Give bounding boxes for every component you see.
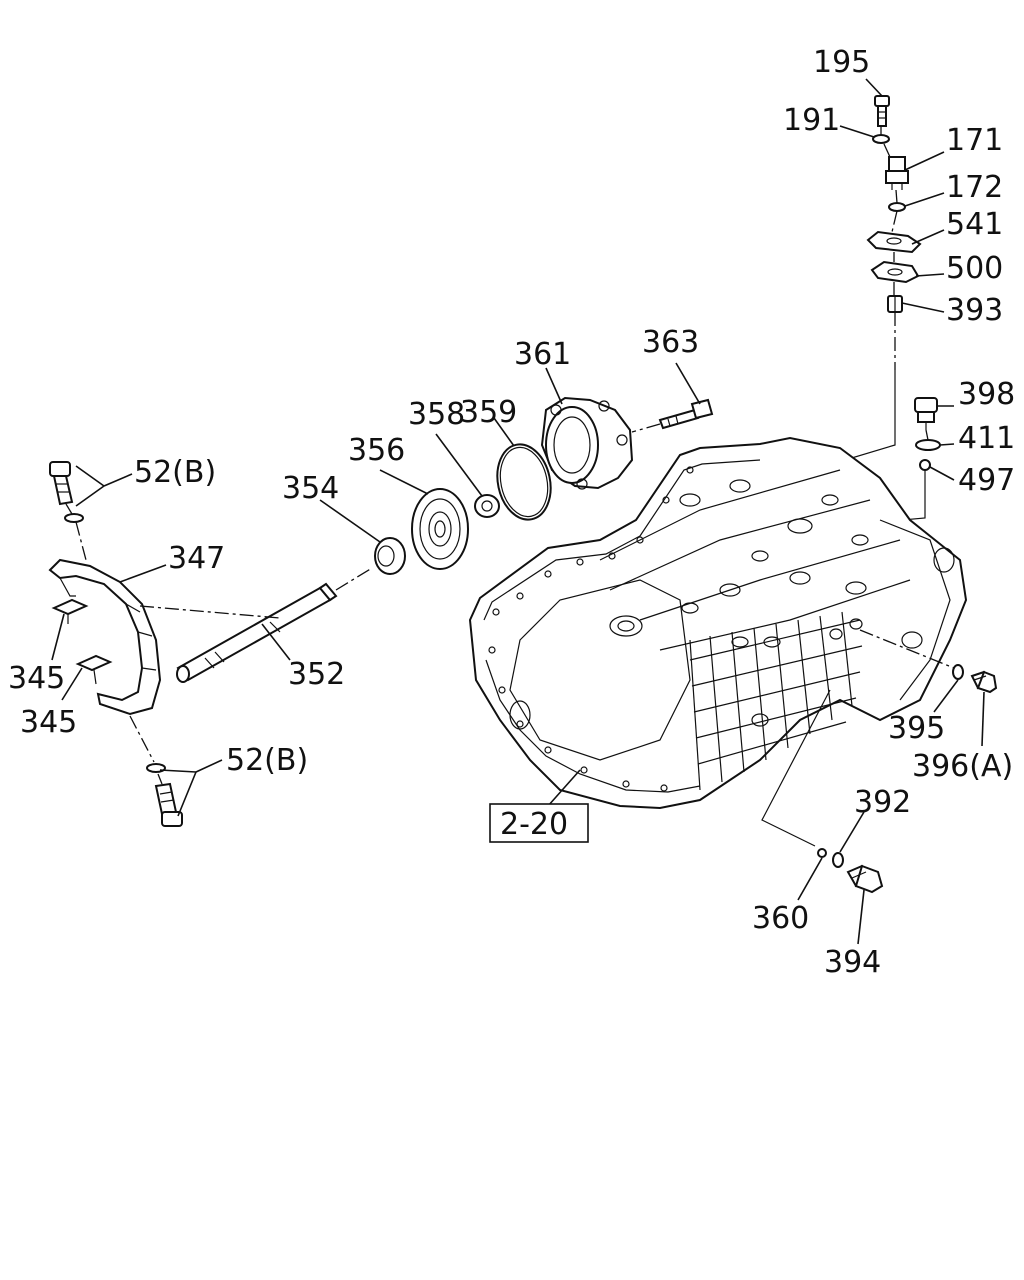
part-347-fork: [48, 558, 162, 716]
callout-52b-top: 52(B): [134, 455, 216, 490]
transmission-case: [468, 436, 968, 810]
callout-191: 191: [783, 103, 840, 138]
callout-354: 354: [282, 471, 339, 506]
part-359-oring: [496, 443, 552, 521]
callout-195: 195: [813, 45, 870, 80]
callout-360: 360: [752, 901, 809, 936]
part-52b-bottom-bolt: [129, 715, 183, 827]
callout-363: 363: [642, 325, 699, 360]
part-392-oring: [832, 852, 844, 868]
callout-347: 347: [168, 541, 225, 576]
part-191-washer: [872, 134, 890, 144]
callout-398: 398: [958, 377, 1015, 412]
callout-396a: 396(A): [912, 749, 1013, 784]
part-360-ball: [817, 848, 827, 858]
callout-171: 171: [946, 123, 1003, 158]
callout-345-b: 345: [20, 705, 77, 740]
callout-411: 411: [958, 421, 1015, 456]
reference-box-label: 2-20: [500, 807, 568, 842]
callout-500: 500: [946, 251, 1003, 286]
callout-52b-bottom: 52(B): [226, 743, 308, 778]
callout-358: 358: [408, 397, 465, 432]
callout-497: 497: [958, 463, 1015, 498]
part-395-oring: [952, 664, 964, 680]
sensor-stack: [789, 95, 941, 575]
reference-box: 2-20: [489, 803, 589, 843]
leader-lines: [51, 78, 985, 945]
part-363-bolt: [631, 398, 714, 433]
callout-352: 352: [288, 657, 345, 692]
callout-356: 356: [348, 433, 405, 468]
callout-394: 394: [824, 945, 881, 980]
part-398-switch: [914, 397, 938, 430]
part-358-nut: [474, 494, 500, 518]
part-396a-plug: [970, 670, 998, 694]
part-171-switch: [885, 156, 909, 190]
part-352-shaft: [176, 567, 373, 683]
part-500-gasket: [870, 260, 920, 284]
part-354-seal: [374, 537, 406, 575]
callout-393: 393: [946, 293, 1003, 328]
callout-345-a: 345: [8, 661, 65, 696]
part-356-flange: [411, 488, 469, 570]
part-195-bolt: [874, 95, 890, 127]
part-345-pad-a: [51, 598, 89, 624]
part-497-ball: [919, 459, 931, 471]
part-393-sleeve: [887, 295, 903, 313]
part-411-oring: [915, 439, 941, 451]
part-394-plug: [846, 864, 884, 894]
callout-541: 541: [946, 207, 1003, 242]
part-52b-top-bolt: [49, 461, 87, 561]
part-541-plate: [866, 230, 922, 254]
callout-labels: 195 191 171 172 541 500 393 398 411 497 …: [8, 45, 1015, 980]
part-361-housing: [540, 396, 634, 490]
callout-392: 392: [854, 785, 911, 820]
callout-172: 172: [946, 170, 1003, 205]
callout-361: 361: [514, 337, 571, 372]
callout-395: 395: [888, 711, 945, 746]
callout-359: 359: [460, 395, 517, 430]
part-172-oring: [888, 202, 906, 212]
part-345-pad-b: [75, 654, 113, 685]
